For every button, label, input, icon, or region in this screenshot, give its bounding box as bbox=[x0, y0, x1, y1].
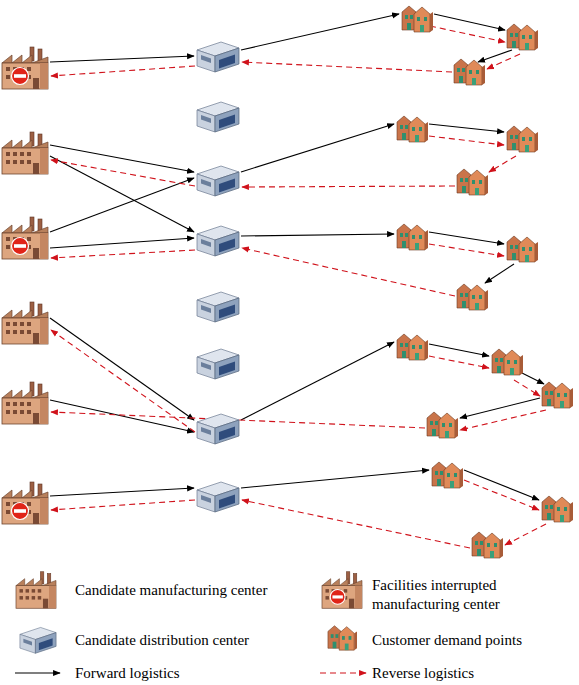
customer-icon bbox=[454, 59, 485, 85]
forward-arrow bbox=[429, 344, 489, 356]
forward-arrow bbox=[241, 470, 429, 488]
legend-forward-sample bbox=[15, 672, 60, 673]
reverse-arrow bbox=[489, 156, 516, 172]
warehouse-icon bbox=[197, 226, 239, 256]
forward-arrow bbox=[241, 234, 394, 236]
reverse-arrow bbox=[242, 500, 470, 548]
forward-arrow bbox=[522, 373, 544, 384]
customer-icon bbox=[397, 224, 428, 250]
legend-warehouse-sample bbox=[20, 627, 56, 653]
factory-icon bbox=[2, 302, 48, 344]
interrupted-factory-icon bbox=[2, 482, 48, 524]
forward-arrow bbox=[50, 488, 194, 496]
reverse-arrow bbox=[487, 54, 520, 69]
customer-icon bbox=[542, 382, 573, 408]
warehouse-icon bbox=[197, 292, 239, 322]
forward-arrow bbox=[50, 178, 194, 232]
customer-icon bbox=[507, 24, 538, 50]
legend-text: Reverse logistics bbox=[372, 664, 572, 683]
warehouse-icon bbox=[197, 42, 239, 72]
customer-icon bbox=[402, 6, 433, 32]
legend-interrupted-sample bbox=[322, 572, 362, 609]
warehouse-icon bbox=[197, 414, 239, 444]
forward-arrow bbox=[50, 238, 194, 248]
legend-text: Facilities interrupted manufacturing cen… bbox=[372, 576, 557, 614]
reverse-arrow bbox=[429, 244, 504, 256]
legend-factory-sample bbox=[16, 572, 56, 609]
customer-icon bbox=[427, 412, 458, 438]
reverse-arrow bbox=[242, 62, 452, 72]
warehouse-icon bbox=[197, 482, 239, 512]
customer-icon bbox=[397, 116, 428, 142]
forward-arrow bbox=[429, 232, 504, 244]
forward-arrow bbox=[460, 398, 540, 418]
reverse-arrow bbox=[460, 410, 546, 430]
reverse-arrow bbox=[51, 500, 195, 510]
legend-text: Candidate manufacturing center bbox=[75, 581, 315, 600]
forward-arrow bbox=[241, 124, 394, 172]
customer-icon bbox=[507, 126, 538, 152]
reverse-arrow bbox=[51, 160, 195, 186]
customer-icon bbox=[432, 462, 463, 488]
reverse-arrow bbox=[505, 524, 546, 545]
reverse-arrow bbox=[242, 186, 455, 187]
reverse-arrow bbox=[51, 66, 195, 76]
warehouse-icon bbox=[197, 349, 239, 379]
forward-arrow bbox=[429, 124, 504, 132]
warehouse-icon bbox=[197, 166, 239, 196]
interrupted-factory-icon bbox=[2, 217, 48, 259]
customer-icon bbox=[397, 334, 428, 360]
forward-arrow bbox=[50, 56, 194, 62]
reverse-arrow bbox=[242, 248, 455, 296]
forward-arrow bbox=[485, 264, 514, 283]
reverse-arrow bbox=[429, 356, 489, 368]
reverse-arrow bbox=[464, 480, 539, 510]
warehouse-icon bbox=[197, 102, 239, 132]
forward-arrow bbox=[50, 156, 194, 232]
factory-icon bbox=[2, 132, 48, 174]
forward-arrow bbox=[241, 14, 399, 50]
reverse-arrow bbox=[51, 250, 195, 258]
customer-icon bbox=[457, 169, 488, 195]
reverse-arrow bbox=[429, 136, 504, 145]
legend-text: Forward logistics bbox=[75, 664, 315, 683]
customer-icon bbox=[542, 496, 573, 522]
factory-icon bbox=[2, 382, 48, 424]
customer-icon bbox=[492, 349, 523, 375]
forward-arrow bbox=[50, 400, 194, 432]
customer-icon bbox=[507, 236, 538, 262]
reverse-arrow bbox=[430, 26, 505, 42]
customer-icon bbox=[457, 284, 488, 310]
forward-arrow bbox=[241, 342, 394, 420]
reverse-arrow bbox=[514, 380, 540, 396]
forward-arrow bbox=[434, 14, 505, 30]
legend-reverse-sample bbox=[320, 672, 366, 673]
interrupted-factory-icon bbox=[2, 47, 48, 89]
legend-text: Candidate distribution center bbox=[75, 631, 315, 650]
legend-text: Customer demand points bbox=[372, 631, 572, 650]
customer-icon bbox=[472, 532, 503, 558]
legend-customer-sample bbox=[328, 626, 357, 650]
